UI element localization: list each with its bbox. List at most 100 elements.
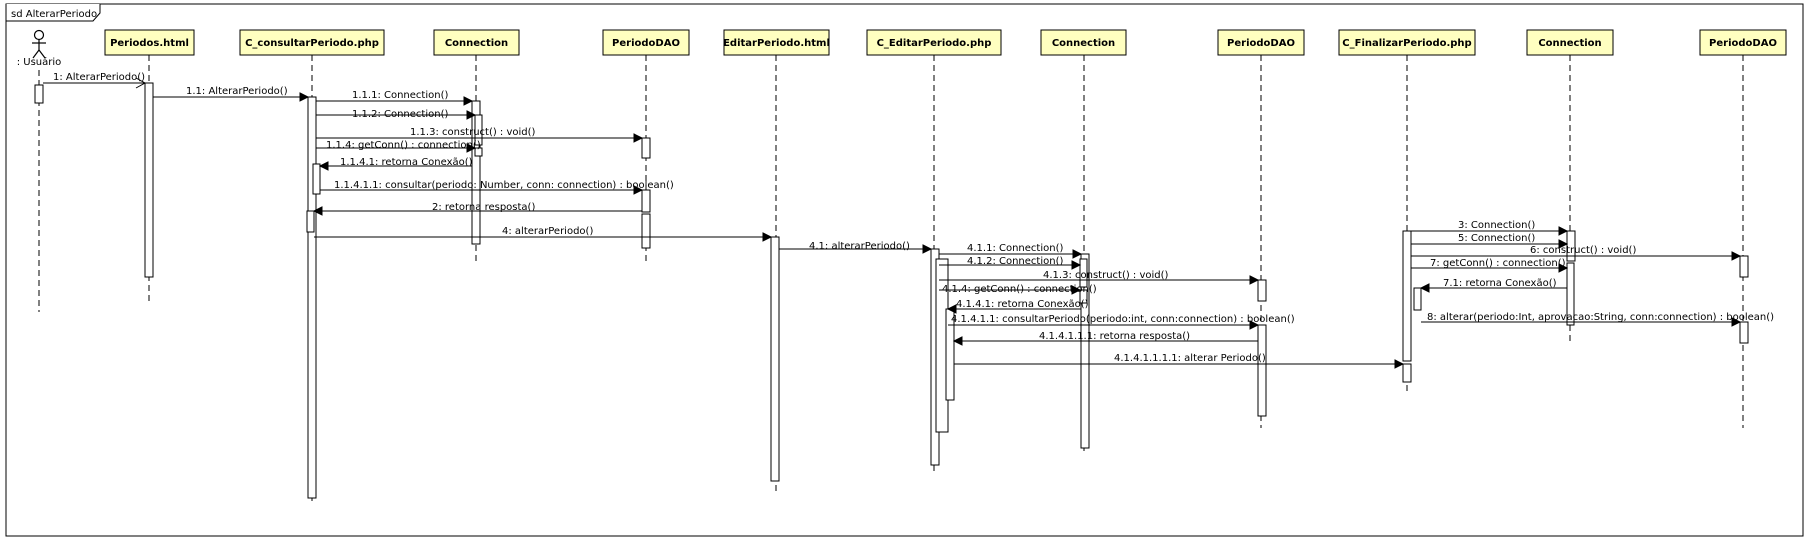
arrowheads	[135, 77, 1742, 369]
activation-bar	[1566, 230, 1576, 262]
diagram-frame	[5, 3, 1804, 537]
activation-bar	[1257, 279, 1267, 302]
lifeline-header-periododao-2	[1217, 29, 1305, 56]
message-label: 8: alterar(periodo:Int, aprovacao:String…	[1427, 312, 1774, 323]
lifeline-header-connection-2	[1040, 29, 1127, 56]
filled-arrowhead	[1558, 239, 1569, 249]
message-label: 1: AlterarPeriodo()	[53, 72, 145, 83]
lifeline-label: Connection	[1538, 38, 1601, 49]
lifeline-header-periododao-1	[602, 29, 690, 56]
message-label: 5: Connection()	[1458, 233, 1535, 244]
activation-bar	[312, 163, 321, 195]
lifeline-label: C_consultarPeriodo.php	[245, 38, 379, 49]
lifeline-label: PeriodoDAO	[612, 38, 680, 49]
lifeline-headers	[104, 29, 1787, 56]
filled-arrowhead	[1731, 251, 1742, 261]
lifeline-label: C_FinalizarPeriodo.php	[1342, 38, 1471, 49]
filled-arrowhead	[1558, 226, 1569, 236]
message-label: 1.1.1: Connection()	[352, 90, 448, 101]
message-label: 1.1.4.1: retorna Conexão()	[340, 157, 473, 168]
activation-bar	[1402, 230, 1412, 362]
actor-usuario: : Usuário	[17, 29, 62, 68]
lifeline-header-c-consultar	[239, 29, 385, 56]
lifeline-header-c-finalizar	[1338, 29, 1476, 56]
activation-bar	[307, 96, 317, 499]
filled-arrowhead	[466, 110, 477, 120]
message-label: 4.1.3: construct() : void()	[1043, 270, 1169, 281]
activation-bars	[34, 82, 1749, 499]
filled-arrowhead	[633, 133, 644, 143]
filled-arrowhead	[466, 143, 477, 153]
lifeline-header-labels: Periodos.html C_consultarPeriodo.php Con…	[110, 38, 1777, 49]
filled-arrowhead	[1249, 275, 1260, 285]
activation-bar	[1566, 262, 1575, 326]
lifeline-label: EditarPeriodo.html	[723, 38, 830, 49]
message-label: 4.1.2: Connection()	[967, 256, 1063, 267]
activation-bar	[1739, 255, 1749, 278]
filled-arrowhead	[946, 304, 957, 314]
message-label: 1.1.4.1.1: consultar(periodo: Number, co…	[334, 180, 674, 191]
message-label: 4: alterarPeriodo()	[502, 226, 593, 237]
message-label: 1.1.3: construct() : void()	[410, 127, 536, 138]
filled-arrowhead	[633, 185, 644, 195]
activation-bar	[770, 236, 780, 482]
lifeline-header-periododao-3	[1699, 29, 1787, 56]
filled-arrowhead	[922, 244, 933, 254]
activation-bar	[144, 82, 154, 278]
activation-bar	[641, 213, 651, 249]
filled-arrowhead	[1394, 359, 1405, 369]
activation-bar	[306, 210, 315, 233]
activation-bar	[471, 100, 481, 245]
message-label: 1.1.2: Connection()	[352, 109, 448, 120]
message-label: 1.1: AlterarPeriodo()	[186, 86, 288, 97]
lifeline-label: Connection	[1052, 38, 1115, 49]
activation-bar	[1257, 324, 1267, 417]
message-lines	[43, 82, 1740, 365]
message-labels: 1: AlterarPeriodo() 1.1: AlterarPeriodo(…	[53, 72, 1774, 364]
actor-name: : Usuário	[17, 56, 62, 68]
stick-figure-actor-icon	[32, 29, 46, 59]
filled-arrowhead	[299, 92, 310, 102]
filled-arrowhead	[1071, 260, 1082, 270]
filled-arrowhead	[1558, 263, 1569, 273]
lifeline-header-connection-3	[1526, 29, 1614, 56]
message-label: 4.1.4.1.1: consultarPeriodo(periodo:int,…	[951, 314, 1295, 325]
activation-bar	[1079, 289, 1088, 304]
frame-label: sd AlterarPeriodo	[11, 9, 97, 20]
activation-bar	[1080, 253, 1090, 449]
filled-arrowhead	[952, 336, 963, 346]
filled-arrowhead	[318, 161, 329, 171]
message-label: 2: retorna resposta()	[432, 202, 535, 213]
activation-bar	[1402, 363, 1412, 383]
filled-arrowhead	[1072, 249, 1083, 259]
message-label: 4.1.1: Connection()	[967, 243, 1063, 254]
filled-arrowhead	[463, 96, 474, 106]
message-label: 4.1.4.1: retorna Conexão()	[956, 299, 1089, 310]
activation-bar	[474, 114, 483, 146]
activation-bar	[34, 84, 44, 104]
message-label: 4.1.4: getConn() : connection()	[942, 284, 1097, 295]
lifeline-label: PeriodoDAO	[1227, 38, 1295, 49]
filled-arrowhead	[1731, 317, 1742, 327]
message-label: 1.1.4: getConn() : connection()	[326, 140, 481, 151]
lifeline-header-periodos-html	[104, 29, 195, 56]
activation-bar	[641, 137, 651, 159]
lifeline-label: Periodos.html	[110, 38, 189, 49]
message-label: 3: Connection()	[1458, 220, 1535, 231]
lifeline-header-c-editar	[866, 29, 1002, 56]
filled-arrowhead	[1249, 320, 1260, 330]
activation-bar	[1079, 258, 1088, 288]
filled-arrowhead	[762, 232, 773, 242]
activation-bar	[1739, 321, 1749, 344]
message-label: 7.1: retorna Conexão()	[1443, 278, 1557, 289]
frame-label-tab	[5, 4, 101, 22]
filled-arrowhead	[312, 206, 323, 216]
message-label: 4.1.4.1.1.1.1: alterar Periodo()	[1114, 353, 1266, 364]
message-label: 6: construct() : void()	[1530, 245, 1636, 256]
message-label: 4.1.4.1.1.1: retorna resposta()	[1039, 331, 1190, 342]
lifeline-header-connection-1	[433, 29, 520, 56]
lifeline-header-editar-html	[723, 29, 830, 56]
activation-bar	[1413, 287, 1422, 311]
lifeline-label: C_EditarPeriodo.php	[877, 38, 992, 49]
